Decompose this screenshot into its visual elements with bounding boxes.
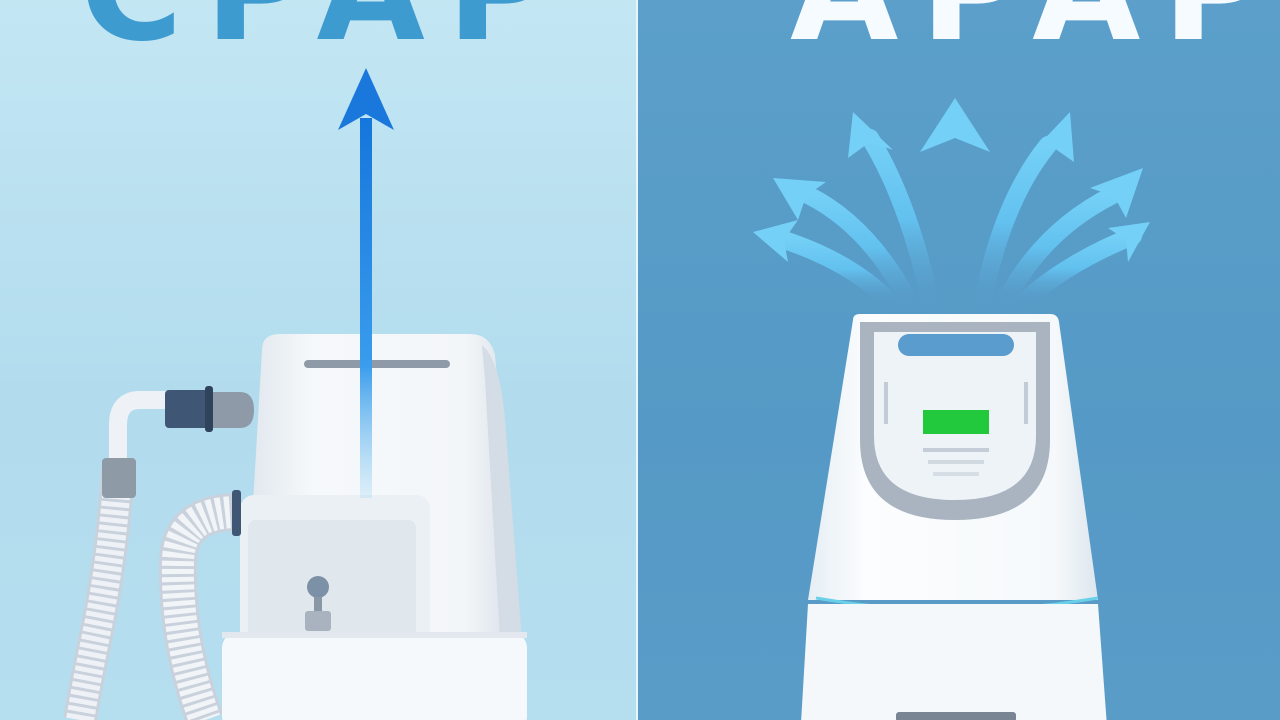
apap-title: APAP: [790, 0, 1280, 62]
apap-top-handle: [898, 334, 1014, 356]
apap-panel: APAP: [638, 0, 1280, 720]
apap-arrow-right-2: [997, 186, 1122, 309]
cpap-machine-illustration: [63, 68, 527, 720]
cpap-top-slot: [304, 360, 450, 368]
apap-arrow-left-3: [769, 229, 897, 309]
apap-device: [801, 314, 1107, 720]
cpap-indicator-light: [307, 576, 329, 598]
apap-arrow-right-3: [1017, 227, 1142, 309]
apap-arrow-left-1: [861, 129, 939, 309]
apap-machine-illustration: [753, 98, 1150, 720]
apap-arrow-left-2: [799, 186, 917, 309]
cpap-connector: [165, 386, 254, 432]
cpap-device: [222, 334, 527, 720]
apap-variable-pressure-arrows: [769, 129, 1142, 309]
apap-arrow-heads: [753, 98, 1150, 262]
cpap-title: CPAP: [80, 0, 571, 62]
cpap-constant-pressure-arrow: [338, 68, 394, 498]
cpap-panel: CPAP: [0, 0, 638, 720]
apap-arrow-right-1: [974, 136, 1057, 309]
apap-display-screen: [923, 410, 989, 434]
cpap-hose: [63, 391, 239, 720]
